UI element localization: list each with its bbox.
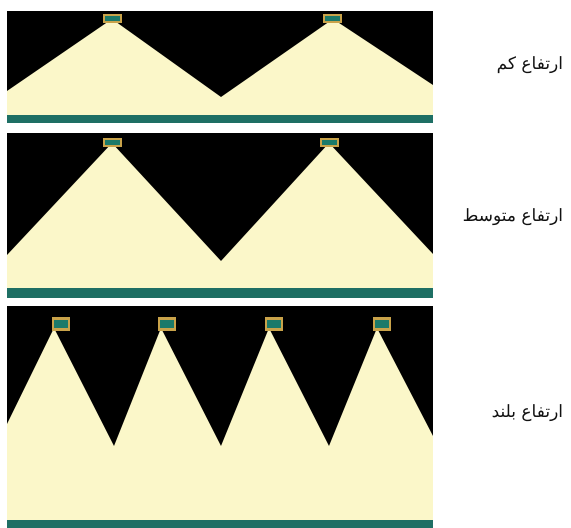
panel-label-high: ارتفاع بلند <box>433 402 563 422</box>
panel-low-height <box>7 11 433 123</box>
light-fixture <box>103 14 122 23</box>
panel-high-height <box>7 306 433 528</box>
floor-line <box>7 115 433 123</box>
light-fixture <box>373 317 391 331</box>
panel-label-low: ارتفاع کم <box>433 54 563 74</box>
floor-line <box>7 288 433 298</box>
panel-medium-height <box>7 133 433 298</box>
light-fixture <box>52 317 70 331</box>
light-fixture <box>265 317 283 331</box>
floor-line <box>7 520 433 528</box>
panel-label-medium: ارتفاع متوسط <box>433 206 563 226</box>
light-fixture <box>158 317 176 331</box>
light-fixture <box>323 14 342 23</box>
light-fixture <box>320 138 339 147</box>
light-fixture <box>103 138 122 147</box>
